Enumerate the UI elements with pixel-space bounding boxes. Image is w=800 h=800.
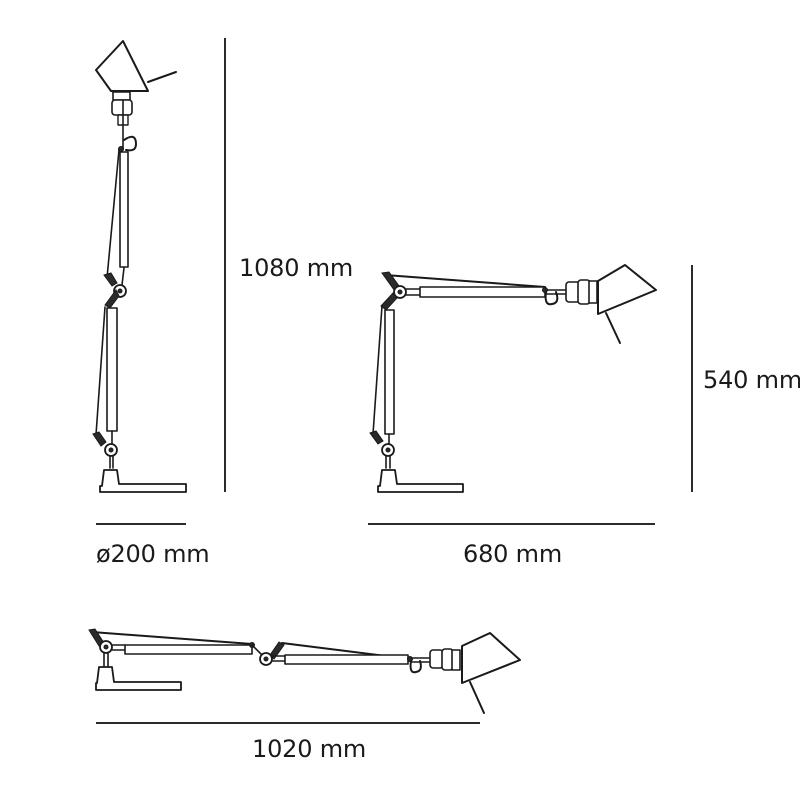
lamp-shade-icon: [95, 40, 177, 92]
standard-lamp-view: [369, 264, 657, 493]
upright-height-label: 1080 mm: [239, 254, 354, 282]
standard-height-label: 540 mm: [703, 366, 800, 394]
extended-reach-label: 1020 mm: [252, 735, 367, 763]
lamp-shade-icon: [461, 632, 521, 714]
standard-reach-label: 680 mm: [463, 540, 562, 568]
base-diameter-label: ø200 mm: [96, 540, 210, 568]
lamp-shade-icon: [597, 264, 657, 344]
extended-lamp-view: [88, 628, 521, 714]
upright-lamp-view: [92, 40, 187, 493]
